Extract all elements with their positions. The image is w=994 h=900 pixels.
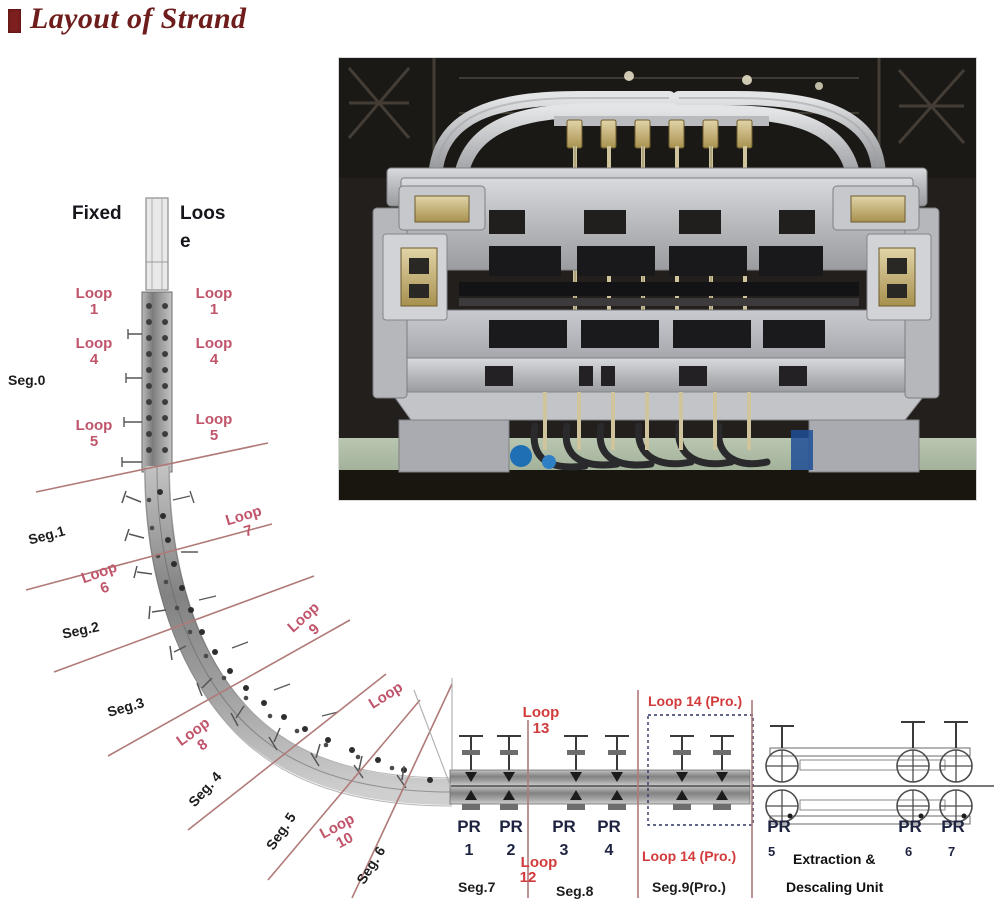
title-bullet-icon [8,9,21,33]
pinch-roll-2-label: PR [499,817,523,836]
pinch-roll-2-number: 2 [506,842,516,859]
pinch-roll-5-label: PR [767,817,791,836]
segment-7-label: Seg.7 [458,879,496,895]
mold-loose-label-wrap: e [180,231,191,252]
extraction-descaling-unit [752,721,994,825]
pinch-roll-3-number: 3 [559,842,569,859]
pinch-roll-7-number: 7 [948,844,956,859]
pinch-roll-4-number: 4 [604,842,614,859]
pinch-roll-6-label: PR [898,817,922,836]
mold-loose-label: Loos [180,203,226,224]
segment-8-label: Seg.8 [556,883,594,899]
page-title: Layout of Strand [30,2,247,35]
extraction-unit-line2: Descaling Unit [786,879,884,895]
segment-divider-lines [25,442,753,899]
loop-12-number: 12 [519,869,537,886]
mold-fixed-label: Fixed [72,203,122,224]
extraction-unit-line1: Extraction & [793,851,876,867]
title-bar: Layout of Strand [0,0,994,46]
pinch-roll-7-label: PR [941,817,965,836]
pinch-roll-1-number: 1 [464,842,474,859]
pinch-roll-1-label: PR [457,817,481,836]
segment-9-pro-label: Seg.9(Pro.) [652,879,726,895]
pinch-roll-5-number: 5 [768,844,776,859]
pinch-roll-6-number: 6 [905,844,913,859]
photo-content [339,58,976,500]
mold-assembly [145,197,169,291]
loop-14-pro-top: Loop 14 (Pro.) [648,693,743,709]
horizontal-strand [449,735,751,810]
loop-14-pro-bottom: Loop 14 (Pro.) [642,848,737,864]
segment-photograph [338,57,977,501]
segment-9-pro-outline [647,714,754,826]
loop-12: Loop [520,854,558,871]
segment-0-rollers [121,291,173,473]
pinch-roll-3-label: PR [552,817,576,836]
segment-0-label: Seg.0 [8,372,46,388]
pinch-roll-4-label: PR [597,817,621,836]
curved-strand [121,465,453,807]
